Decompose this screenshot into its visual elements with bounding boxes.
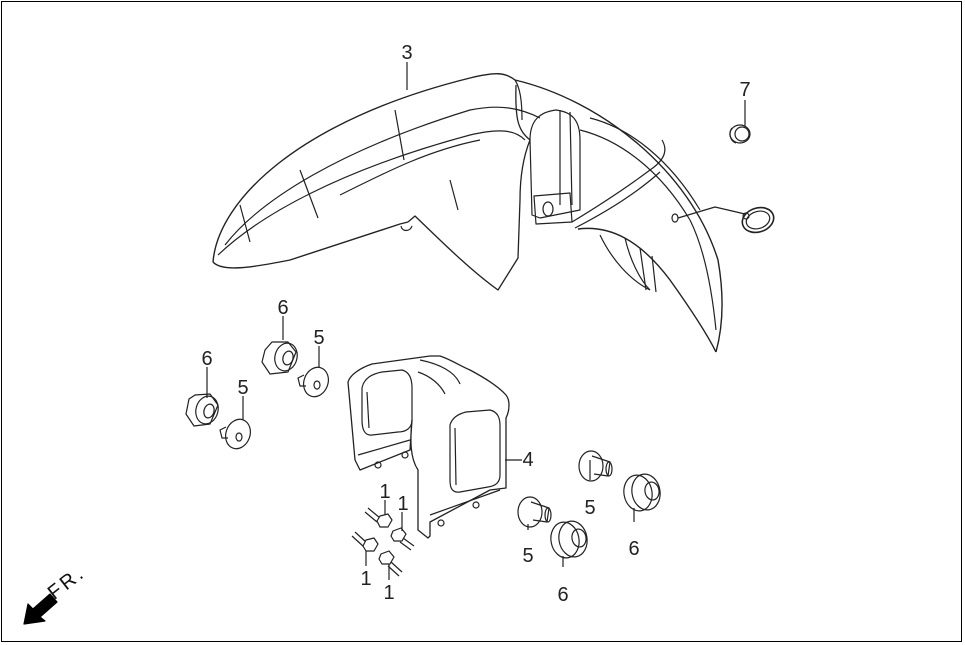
callout-part-3: 3 bbox=[401, 42, 413, 64]
callout-part-5: 5 bbox=[313, 327, 325, 349]
callout-part-1: 1 bbox=[383, 582, 395, 604]
callout-part-1: 1 bbox=[379, 481, 391, 503]
callout-part-4: 4 bbox=[522, 449, 534, 471]
collar-5-d[interactable] bbox=[517, 496, 552, 528]
bolt-1-c[interactable] bbox=[351, 531, 379, 552]
callout-part-5: 5 bbox=[237, 377, 249, 399]
collar-5-a[interactable] bbox=[297, 364, 332, 400]
bolt-1-d[interactable] bbox=[378, 550, 403, 577]
callout-part-1: 1 bbox=[397, 493, 409, 515]
grommet-6-d[interactable] bbox=[548, 519, 590, 560]
grommet-6-c[interactable] bbox=[621, 472, 663, 513]
leader-lines bbox=[206, 62, 746, 580]
callout-part-1: 1 bbox=[360, 568, 372, 590]
callout-part-6: 6 bbox=[557, 584, 569, 606]
callout-part-6: 6 bbox=[628, 538, 640, 560]
collar-5-b[interactable] bbox=[219, 416, 254, 452]
callout-part-5: 5 bbox=[584, 497, 596, 519]
grommet-6-b[interactable] bbox=[185, 393, 221, 427]
bolt-1-b[interactable] bbox=[390, 527, 415, 551]
front-fender[interactable] bbox=[212, 73, 777, 353]
fender-bracket[interactable] bbox=[347, 355, 522, 539]
callout-part-6: 6 bbox=[201, 348, 213, 370]
collar-5-c[interactable] bbox=[578, 450, 613, 482]
plug-part-7[interactable] bbox=[729, 124, 751, 144]
front-direction-arrow-icon bbox=[23, 593, 58, 625]
callout-part-6: 6 bbox=[277, 297, 289, 319]
bolt-1-a[interactable] bbox=[364, 507, 393, 528]
callout-part-7: 7 bbox=[739, 79, 751, 101]
grommet-6-a[interactable] bbox=[261, 341, 300, 375]
callout-part-5: 5 bbox=[522, 545, 534, 567]
